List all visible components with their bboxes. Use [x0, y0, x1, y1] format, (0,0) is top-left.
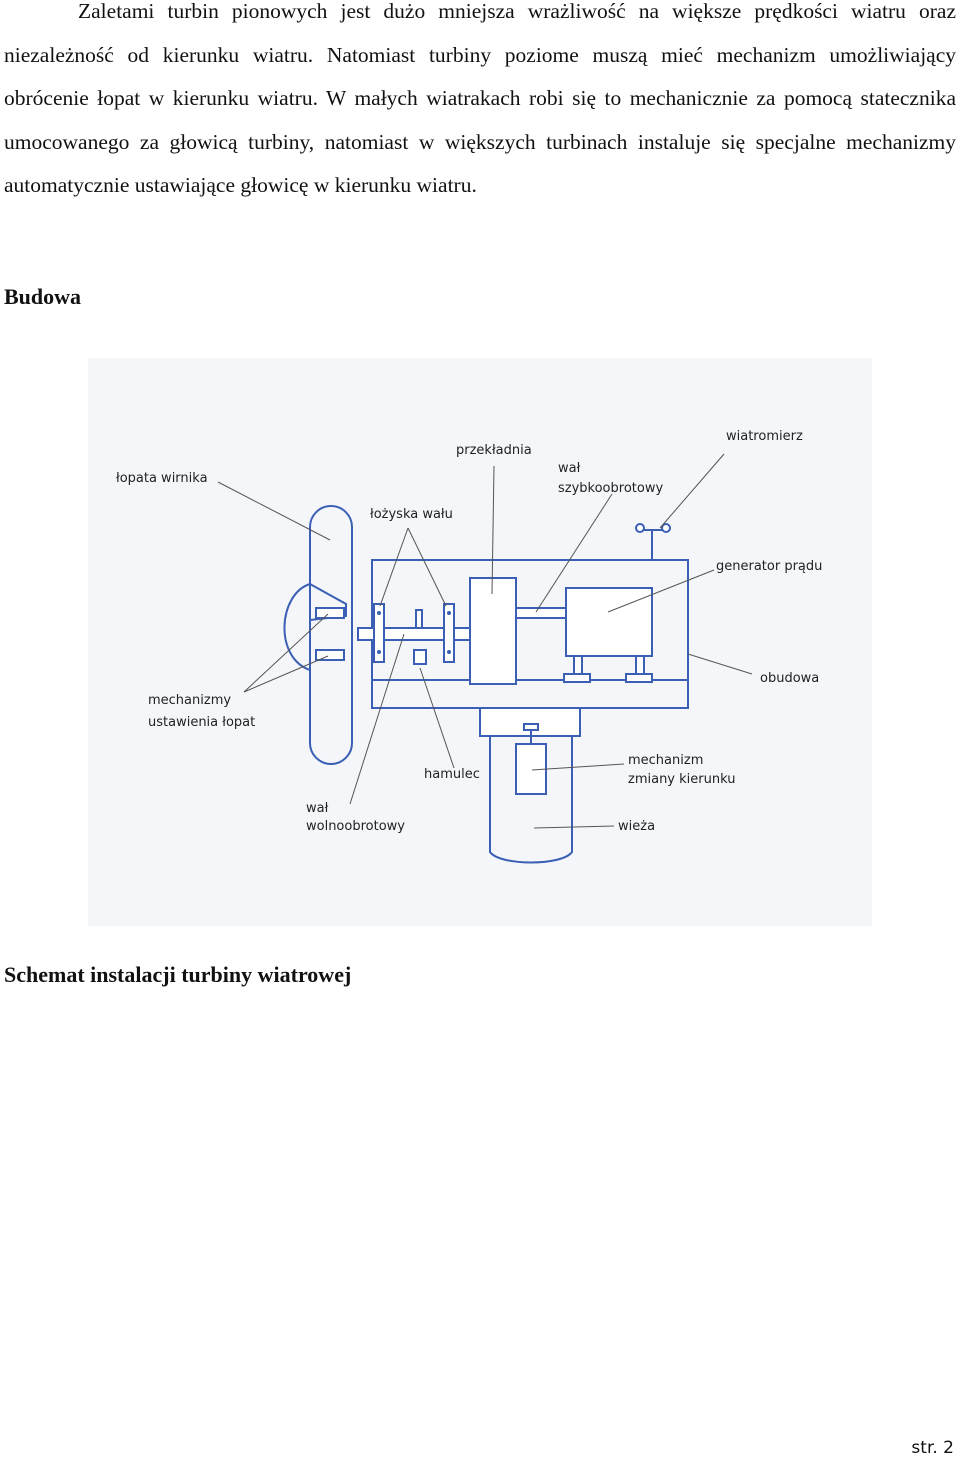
label-mech-kierunku-2: zmiany kierunku [628, 772, 735, 787]
low-speed-shaft [357, 603, 471, 665]
label-wiatromierz: wiatromierz [726, 429, 803, 444]
blade-pitch-mechanism-lower [315, 649, 345, 661]
generator [563, 587, 653, 683]
label-wal-wolno-1: wał [306, 801, 329, 816]
leader-lines [217, 453, 753, 829]
high-speed-shaft [515, 607, 567, 619]
label-lopata: łopata wirnika [116, 471, 208, 486]
label-lozyska: łożyska wału [370, 507, 453, 522]
label-mechanizmy-2: ustawienia łopat [148, 715, 255, 730]
label-generator: generator prądu [716, 559, 822, 574]
bearing-left [373, 603, 385, 663]
brake [413, 649, 427, 665]
label-mechanizmy-1: mechanizmy [148, 693, 231, 708]
body-paragraph: Zaletami turbin pionowych jest dużo mnie… [4, 0, 956, 197]
turbine-diagram: łopata wirnika przekładnia wiatromierz w… [88, 358, 872, 926]
label-hamulec: hamulec [424, 767, 480, 782]
gearbox [469, 577, 517, 685]
section-heading: Budowa [4, 284, 82, 309]
label-wal-szybko-1: wał [558, 461, 581, 476]
label-mech-kierunku-1: mechanizm [628, 753, 703, 768]
anemometer [635, 523, 671, 560]
label-wieza: wieża [618, 819, 655, 834]
label-wal-szybko-2: szybkoobrotowy [558, 481, 663, 496]
label-przekladnia: przekładnia [456, 443, 532, 458]
label-wal-wolno-2: wolnoobrotowy [306, 819, 405, 834]
brake-upper [415, 609, 423, 629]
figure-caption: Schemat instalacji turbiny wiatrowej [4, 962, 352, 987]
blade-pitch-mechanism-upper [315, 607, 345, 619]
page-number: str. 2 [911, 1438, 954, 1458]
tower [479, 707, 581, 864]
label-obudowa: obudowa [760, 671, 819, 686]
rotor-blade [283, 505, 353, 765]
bearing-right [443, 603, 455, 663]
